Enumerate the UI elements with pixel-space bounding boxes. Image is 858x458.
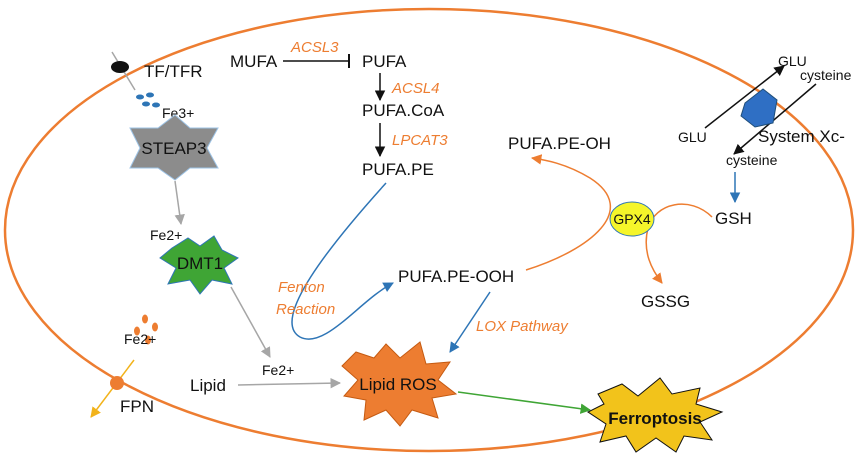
gpx4-enzyme-icon: [609, 201, 655, 237]
fenton-label-line2: Reaction: [276, 301, 335, 318]
pufa-pe-ooh-label: PUFA.PE-OOH: [398, 267, 514, 286]
acsl4-label: ACSL4: [391, 80, 440, 97]
gsh-label: GSH: [715, 209, 752, 228]
pufa-label: PUFA: [362, 52, 407, 71]
fe2-top-label: Fe2+: [150, 227, 182, 243]
pufa-pe-label: PUFA.PE: [362, 160, 434, 179]
fenton-label-line1: Fenton: [278, 279, 325, 296]
fe3-label: Fe3+: [162, 105, 194, 121]
system-xc-label: System Xc-: [758, 127, 845, 146]
fpn-channel-icon: [110, 376, 124, 390]
fe2-pool-label: Fe2+: [124, 331, 156, 347]
steap3-star-icon: [129, 114, 219, 181]
dmt1-star-icon: [159, 235, 239, 295]
gsh-to-gssg-arc: [645, 203, 713, 284]
arrow-dmt1-to-fe2-pool: [230, 286, 271, 358]
fpn-export-arrow: [90, 359, 135, 418]
fe2-mid-label: Fe2+: [262, 362, 294, 378]
lipid-label: Lipid: [190, 376, 226, 395]
glu-out-label: GLU: [778, 53, 807, 69]
arrow-ros-to-ferroptosis: [457, 391, 592, 414]
cysteine-in-label: cysteine: [726, 152, 778, 168]
lox-pathway-label: LOX Pathway: [476, 318, 569, 335]
acsl3-label: ACSL3: [290, 39, 339, 56]
pe-ooh-to-pe-oh-arc: [525, 154, 612, 271]
arrow-lipid-to-ros: [237, 377, 342, 389]
cysteine-out-label: cysteine: [800, 67, 852, 83]
gpx4-label: GPX4: [613, 211, 651, 227]
fe3-iron-dots-icon: [136, 92, 160, 108]
glu-in-label: GLU: [678, 129, 707, 145]
steap3-label: STEAP3: [141, 139, 206, 158]
ferroptosis-label: Ferroptosis: [608, 409, 702, 428]
cell-membrane: [3, 7, 855, 453]
lipid-ros-star-icon: [341, 341, 458, 427]
gssg-label: GSSG: [641, 292, 690, 311]
glu-export-arrow: [704, 65, 785, 129]
lpcat3-label: LPCAT3: [392, 132, 448, 149]
fpn-label: FPN: [120, 397, 154, 416]
ferroptosis-burst-icon: [587, 377, 724, 453]
tfr-receptor-icon: [111, 61, 129, 73]
fe2-iron-dots-icon: [134, 314, 158, 345]
lipid-ros-label: Lipid ROS: [359, 375, 436, 394]
arrow-steap3-to-fe2: [174, 180, 185, 226]
lox-pathway-arrow: [449, 291, 491, 353]
system-xc-transporter-icon: [740, 88, 778, 128]
pufa-pe-oh-label: PUFA.PE-OH: [508, 134, 611, 153]
cysteine-import-arrow: [733, 83, 817, 155]
mufa-label: MUFA: [230, 52, 278, 71]
tf-tfr-label: TF/TFR: [144, 62, 203, 81]
dmt1-label: DMT1: [177, 254, 223, 273]
pufa-coa-label: PUFA.CoA: [362, 101, 445, 120]
fenton-reaction-arrow: [291, 182, 394, 340]
